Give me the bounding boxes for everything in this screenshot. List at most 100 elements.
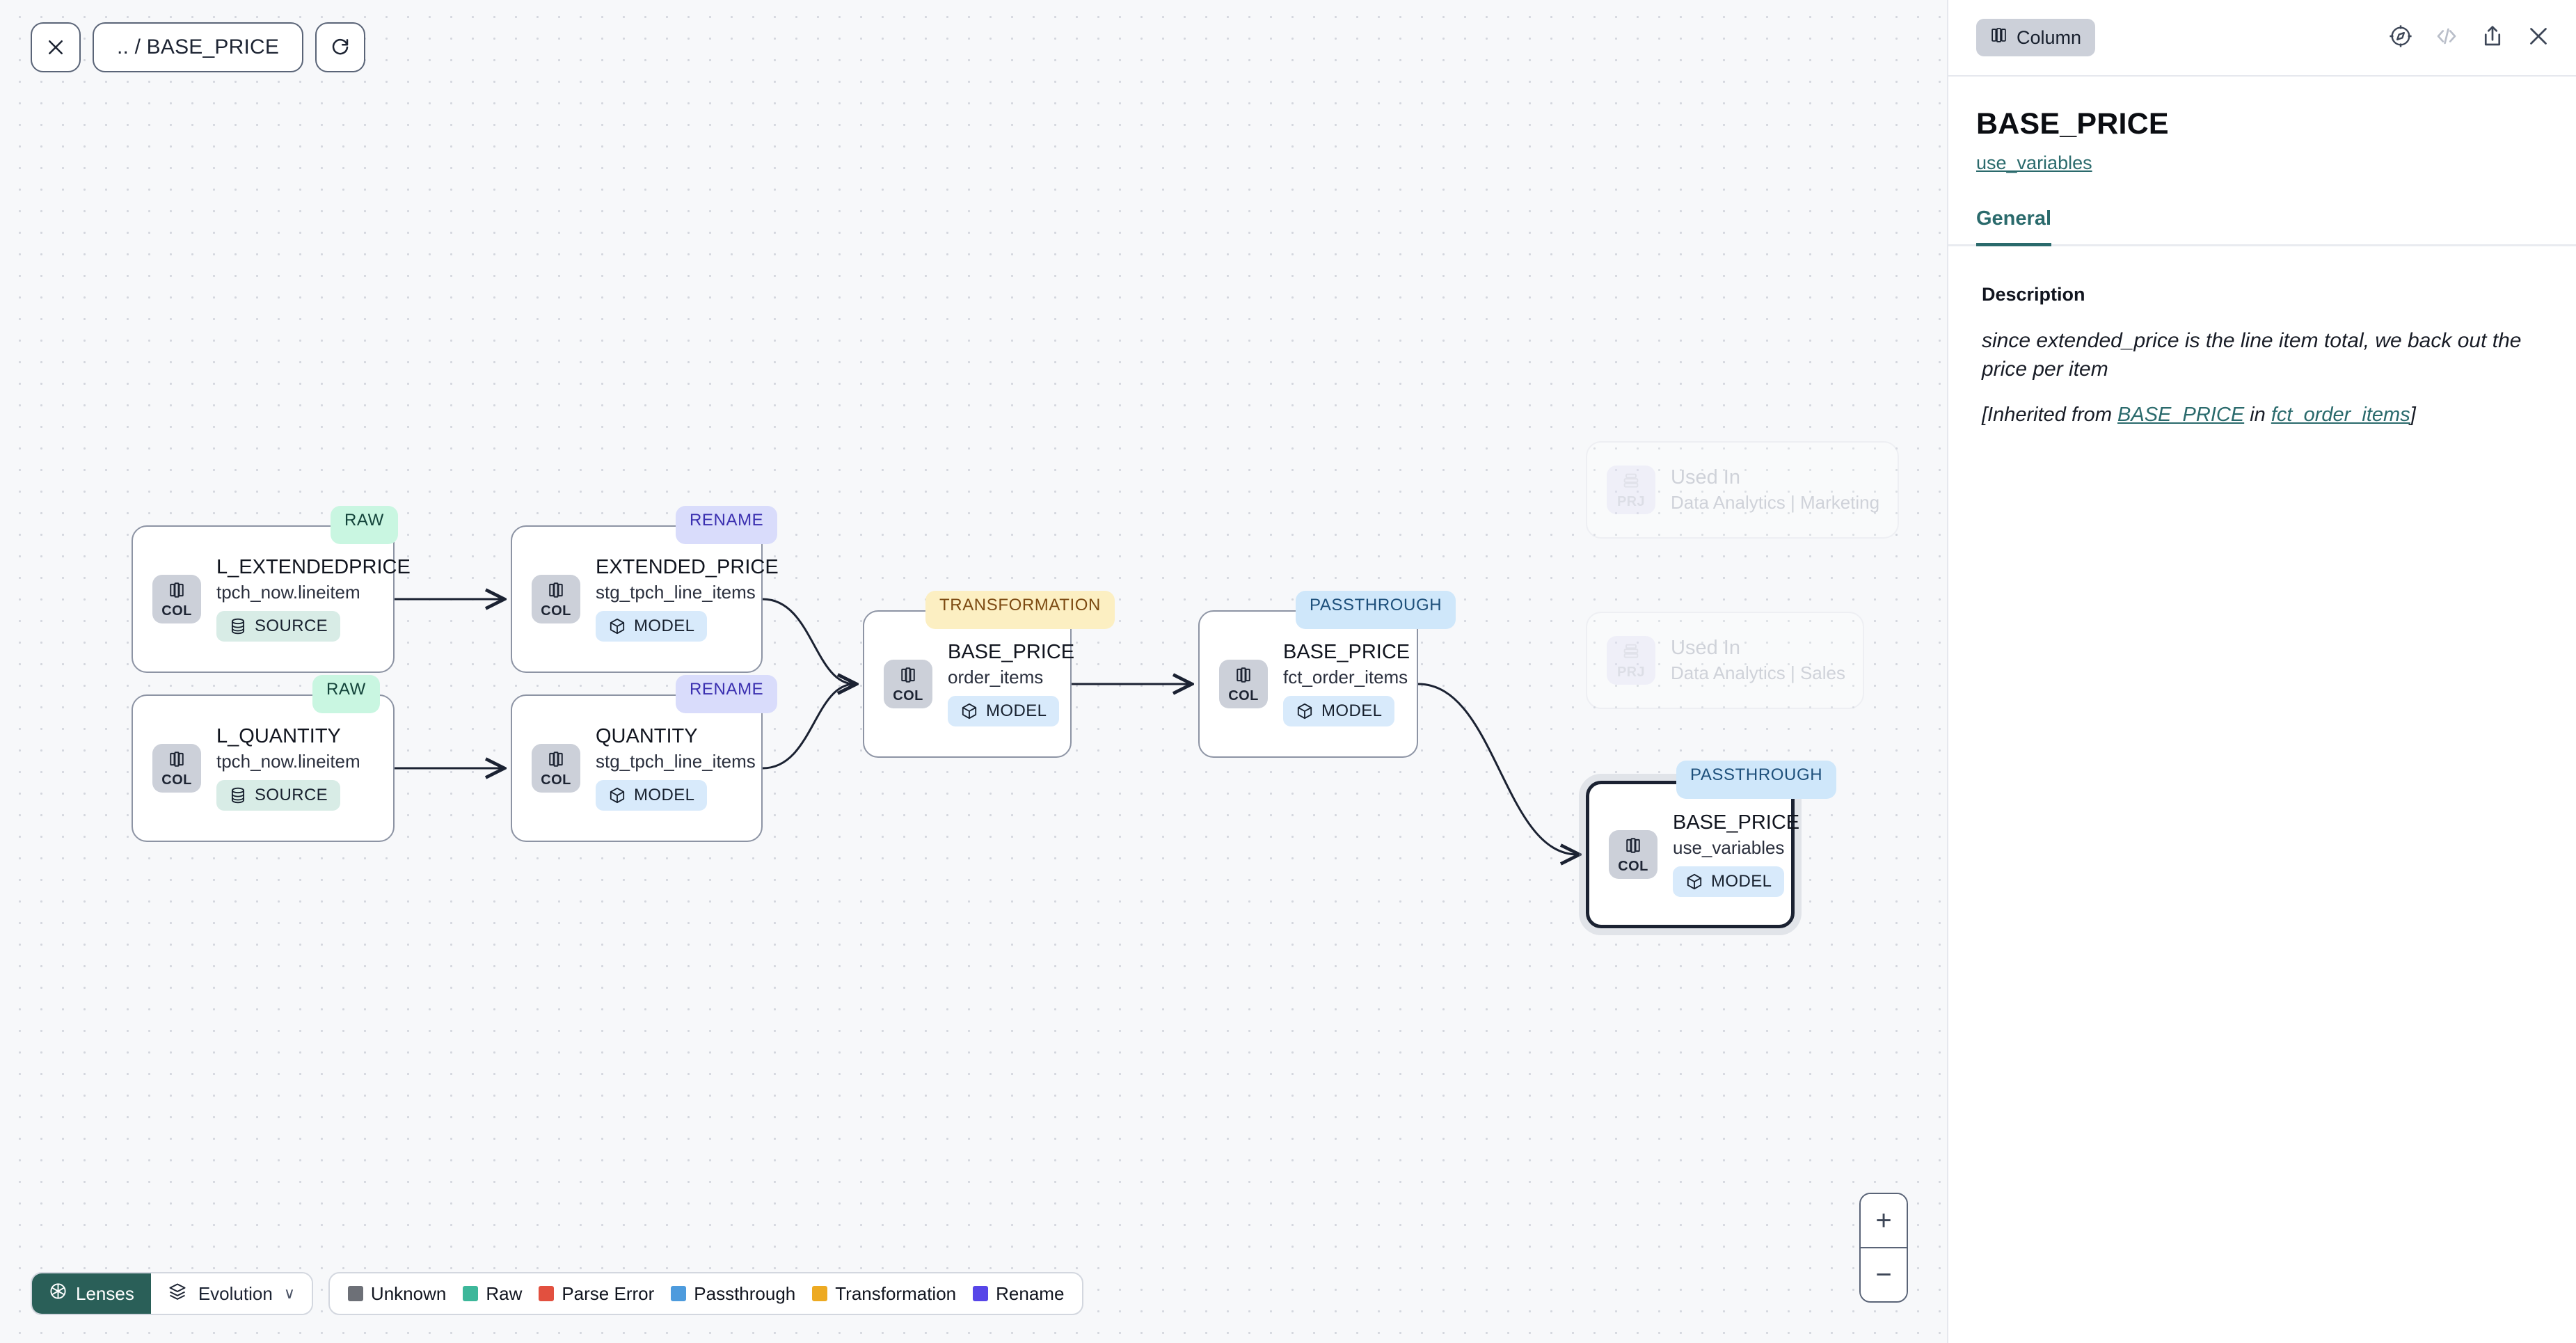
- lens-control-group: Lenses Evolution ∨: [31, 1272, 313, 1315]
- legend-label: Rename: [996, 1282, 1065, 1304]
- lenses-label: Lenses: [76, 1282, 134, 1304]
- zoom-out-button[interactable]: −: [1861, 1248, 1907, 1301]
- node-subtitle: Data Analytics | Marketing: [1671, 492, 1880, 514]
- inherited-model-link[interactable]: fct_order_items: [2271, 403, 2410, 426]
- node-type-code: COL: [541, 603, 571, 619]
- node-badge-source: SOURCE: [216, 610, 341, 642]
- node-type-code: PRJ: [1616, 665, 1646, 680]
- code-icon[interactable]: [2434, 24, 2459, 52]
- node-badge-source: SOURCE: [216, 779, 341, 811]
- node-type-code: COL: [1228, 688, 1259, 704]
- inherited-column-link[interactable]: BASE_PRICE: [2117, 403, 2245, 426]
- zoom-in-button[interactable]: +: [1861, 1194, 1907, 1247]
- layers-icon: [168, 1282, 187, 1306]
- cube-icon: [608, 786, 626, 804]
- legend-item[interactable]: Rename: [973, 1283, 1064, 1305]
- node-subtitle: use_variables: [1673, 837, 1785, 859]
- column-icon: [1234, 665, 1253, 688]
- legend-swatch: [812, 1286, 828, 1301]
- legend-item[interactable]: Parse Error: [539, 1283, 654, 1305]
- node-badge-label: MODEL: [1711, 871, 1772, 891]
- node-title: Used In: [1671, 637, 1740, 660]
- node-badge-model: MODEL: [596, 779, 708, 811]
- node-badge-model: MODEL: [948, 695, 1060, 726]
- node-subtitle: tpch_now.lineitem: [216, 582, 360, 603]
- canvas-toolbar: .. / BASE_PRICE: [31, 22, 366, 72]
- page-title: BASE_PRICE: [1976, 107, 2169, 141]
- chevron-down-icon: ∨: [283, 1285, 295, 1302]
- node-subtitle: stg_tpch_line_items: [596, 751, 756, 772]
- node-type-code: COL: [161, 772, 192, 788]
- node-type-code: COL: [893, 688, 923, 704]
- node-type-code: COL: [161, 603, 192, 619]
- color-legend: Unknown Raw Parse Error Passthrough Transfor…: [328, 1272, 1084, 1315]
- node-badge-label: SOURCE: [255, 785, 328, 804]
- cube-icon: [1685, 873, 1703, 891]
- column-type-chip: COL: [884, 660, 932, 708]
- entity-kind-pill[interactable]: Column: [1976, 19, 2096, 56]
- legend-swatch: [347, 1286, 363, 1301]
- breadcrumb[interactable]: .. / BASE_PRICE: [93, 22, 304, 72]
- column-type-chip: COL: [1219, 660, 1268, 708]
- node-badge-label: MODEL: [1321, 701, 1383, 720]
- node-kind-tag-raw: RAW: [331, 506, 398, 544]
- refresh-icon: [330, 37, 351, 58]
- evolution-dropdown[interactable]: Evolution ∨: [150, 1273, 312, 1314]
- details-panel: Column: [1947, 0, 2576, 1343]
- description-text: since extended_price is the line item to…: [1982, 329, 2522, 381]
- zoom-controls: + −: [1859, 1193, 1908, 1303]
- column-icon: [1623, 836, 1643, 859]
- share-icon[interactable]: [2480, 24, 2505, 52]
- legend-label: Unknown: [370, 1282, 447, 1304]
- legend-item[interactable]: Passthrough: [671, 1283, 795, 1305]
- refresh-button[interactable]: [315, 22, 366, 72]
- node-badge-label: MODEL: [634, 785, 695, 804]
- legend-item[interactable]: Transformation: [812, 1283, 956, 1305]
- close-lineage-button[interactable]: [31, 22, 81, 72]
- description-inherited-note: [Inherited from BASE_PRICE in fct_order_…: [1982, 404, 2548, 427]
- node-title: BASE_PRICE: [948, 641, 1075, 664]
- database-icon: [229, 786, 247, 804]
- legend-swatch: [539, 1286, 555, 1301]
- node-subtitle: stg_tpch_line_items: [596, 582, 756, 603]
- close-icon[interactable]: [2526, 24, 2551, 52]
- tab-general[interactable]: General: [1976, 207, 2051, 246]
- legend-item[interactable]: Unknown: [347, 1282, 447, 1305]
- node-subtitle: tpch_now.lineitem: [216, 751, 360, 772]
- node-subtitle: Data Analytics | Sales: [1671, 662, 1845, 684]
- column-icon: [167, 580, 186, 603]
- legend-label: Transformation: [835, 1282, 957, 1304]
- legend-swatch: [671, 1286, 687, 1301]
- legend-item[interactable]: Raw: [463, 1283, 522, 1305]
- description-label: Description: [1982, 284, 2085, 305]
- canvas-bottom-bar: Lenses Evolution ∨ Unknown Raw Parse Error…: [31, 1272, 1084, 1315]
- inherited-mid: in: [2244, 403, 2271, 426]
- database-icon: [229, 617, 247, 635]
- parent-model-link[interactable]: use_variables: [1976, 152, 2092, 173]
- panel-tabs: General: [1948, 207, 2576, 246]
- legend-label: Parse Error: [562, 1282, 655, 1304]
- close-icon: [45, 37, 66, 58]
- node-title: L_QUANTITY: [216, 725, 341, 748]
- column-type-chip: COL: [532, 575, 580, 623]
- column-icon: [898, 665, 918, 688]
- aperture-icon: [49, 1282, 67, 1305]
- lenses-button[interactable]: Lenses: [32, 1273, 151, 1314]
- node-badge-model: MODEL: [596, 610, 708, 642]
- compass-icon[interactable]: [2388, 24, 2413, 52]
